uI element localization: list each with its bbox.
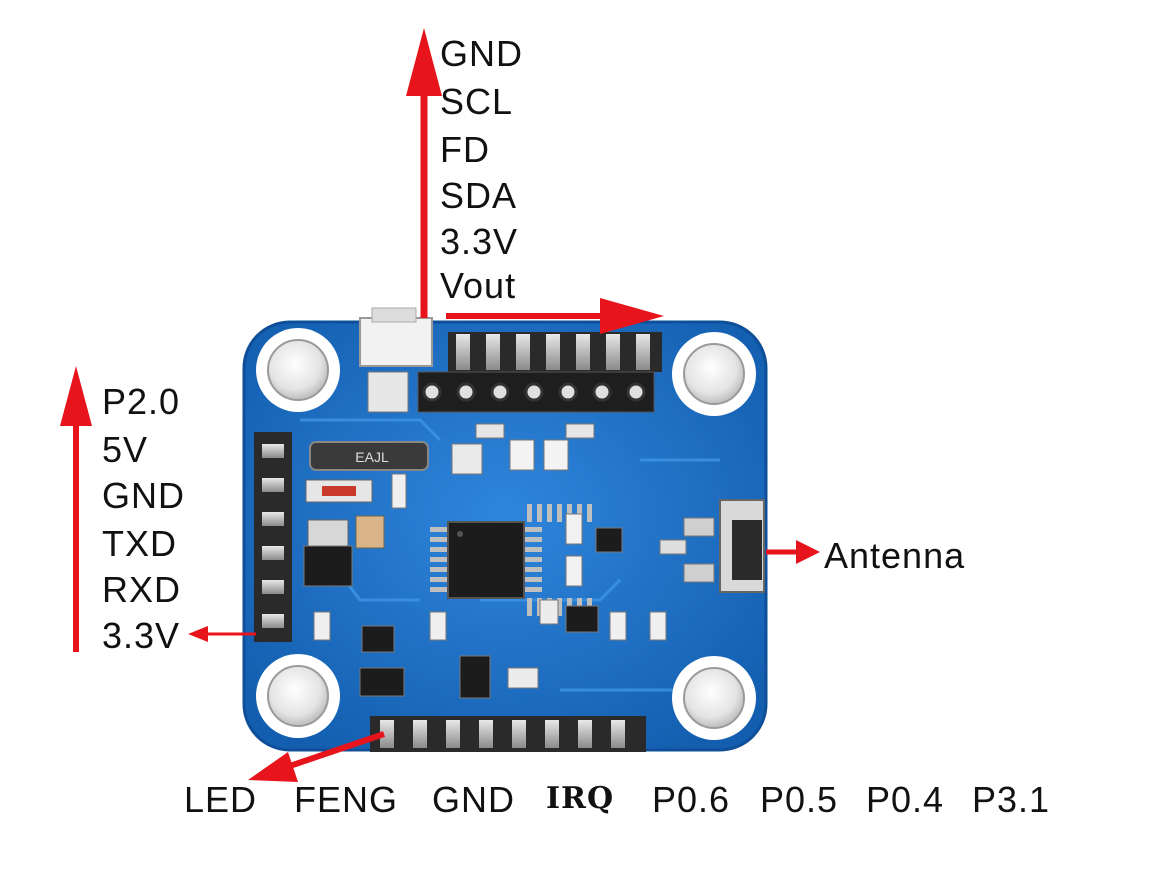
ic-pin [430,547,448,552]
left-label-p20: P2.0 [102,384,180,420]
bottom-pin [578,720,592,748]
bottom-pin-header [370,716,646,752]
top-pad [560,384,576,400]
bottom-pin [545,720,559,748]
bottom-label-p31: P3.1 [972,782,1050,818]
chip-marking: EAJL [355,449,389,465]
top-label-sda: SDA [440,178,517,214]
ic-pin [524,537,542,542]
crystal-oscillator: EAJL [310,442,428,470]
mount-hole-bottom-left [256,654,340,738]
ic-pin [547,504,552,522]
bottom-label-irq: IRQ [546,784,614,814]
top-pad [526,384,542,400]
ic-pin [524,567,542,572]
top-pad [594,384,610,400]
top-pin-header [418,332,662,412]
bottom-pin [512,720,526,748]
ic-pin [527,598,532,616]
top-label-scl: SCL [440,84,513,120]
top-pad [492,384,508,400]
bottom-label-led: LED [184,782,257,818]
left-pin [262,614,284,628]
top-pin [456,334,470,370]
ic-pin [524,557,542,562]
bottom-pin [446,720,460,748]
ic-pin [524,547,542,552]
top-pin [576,334,590,370]
top-pin [606,334,620,370]
left-pin [262,580,284,594]
mount-hole-bottom-right [672,656,756,740]
mount-hole-top-right [672,332,756,416]
ic-pin [430,567,448,572]
antenna-label: Antenna [824,538,965,574]
ic-pin [524,577,542,582]
ic-pin [430,537,448,542]
ic-pin [537,504,542,522]
top-label-3v3: 3.3V [440,224,518,260]
bottom-label-feng: FENG [294,782,398,818]
top-pad [458,384,474,400]
ic-pin [587,504,592,522]
top-pin [546,334,560,370]
bottom-label-p04: P0.4 [866,782,944,818]
ic-pin [557,504,562,522]
ic-pin [430,577,448,582]
left-pin [262,512,284,526]
bottom-label-gnd: GND [432,782,515,818]
ic-pin [430,527,448,532]
bottom-pin [413,720,427,748]
top-pad [424,384,440,400]
top-pin [636,334,650,370]
left-label-gnd: GND [102,478,185,514]
mount-hole-top-left [256,328,340,412]
ic-pin [430,557,448,562]
top-label-fd: FD [440,132,490,168]
ic-pin [524,587,542,592]
bottom-label-p05: P0.5 [760,782,838,818]
ic-pin [524,527,542,532]
top-pin [516,334,530,370]
bottom-pin [479,720,493,748]
top-label-vout: Vout [440,268,516,304]
bottom-pin [611,720,625,748]
left-pin [262,478,284,492]
top-pin [486,334,500,370]
left-pin [262,546,284,560]
top-label-gnd: GND [440,36,523,72]
bottom-label-p06: P0.6 [652,782,730,818]
left-pin-header [254,432,292,642]
left-label-3v3: 3.3V [102,618,180,654]
ic-pin [430,587,448,592]
left-label-txd: TXD [102,526,177,562]
top-pad [628,384,644,400]
ic-pin [527,504,532,522]
left-label-rxd: RXD [102,572,181,608]
left-label-5v: 5V [102,432,148,468]
pcb-board: EAJL [244,308,766,752]
left-pin [262,444,284,458]
